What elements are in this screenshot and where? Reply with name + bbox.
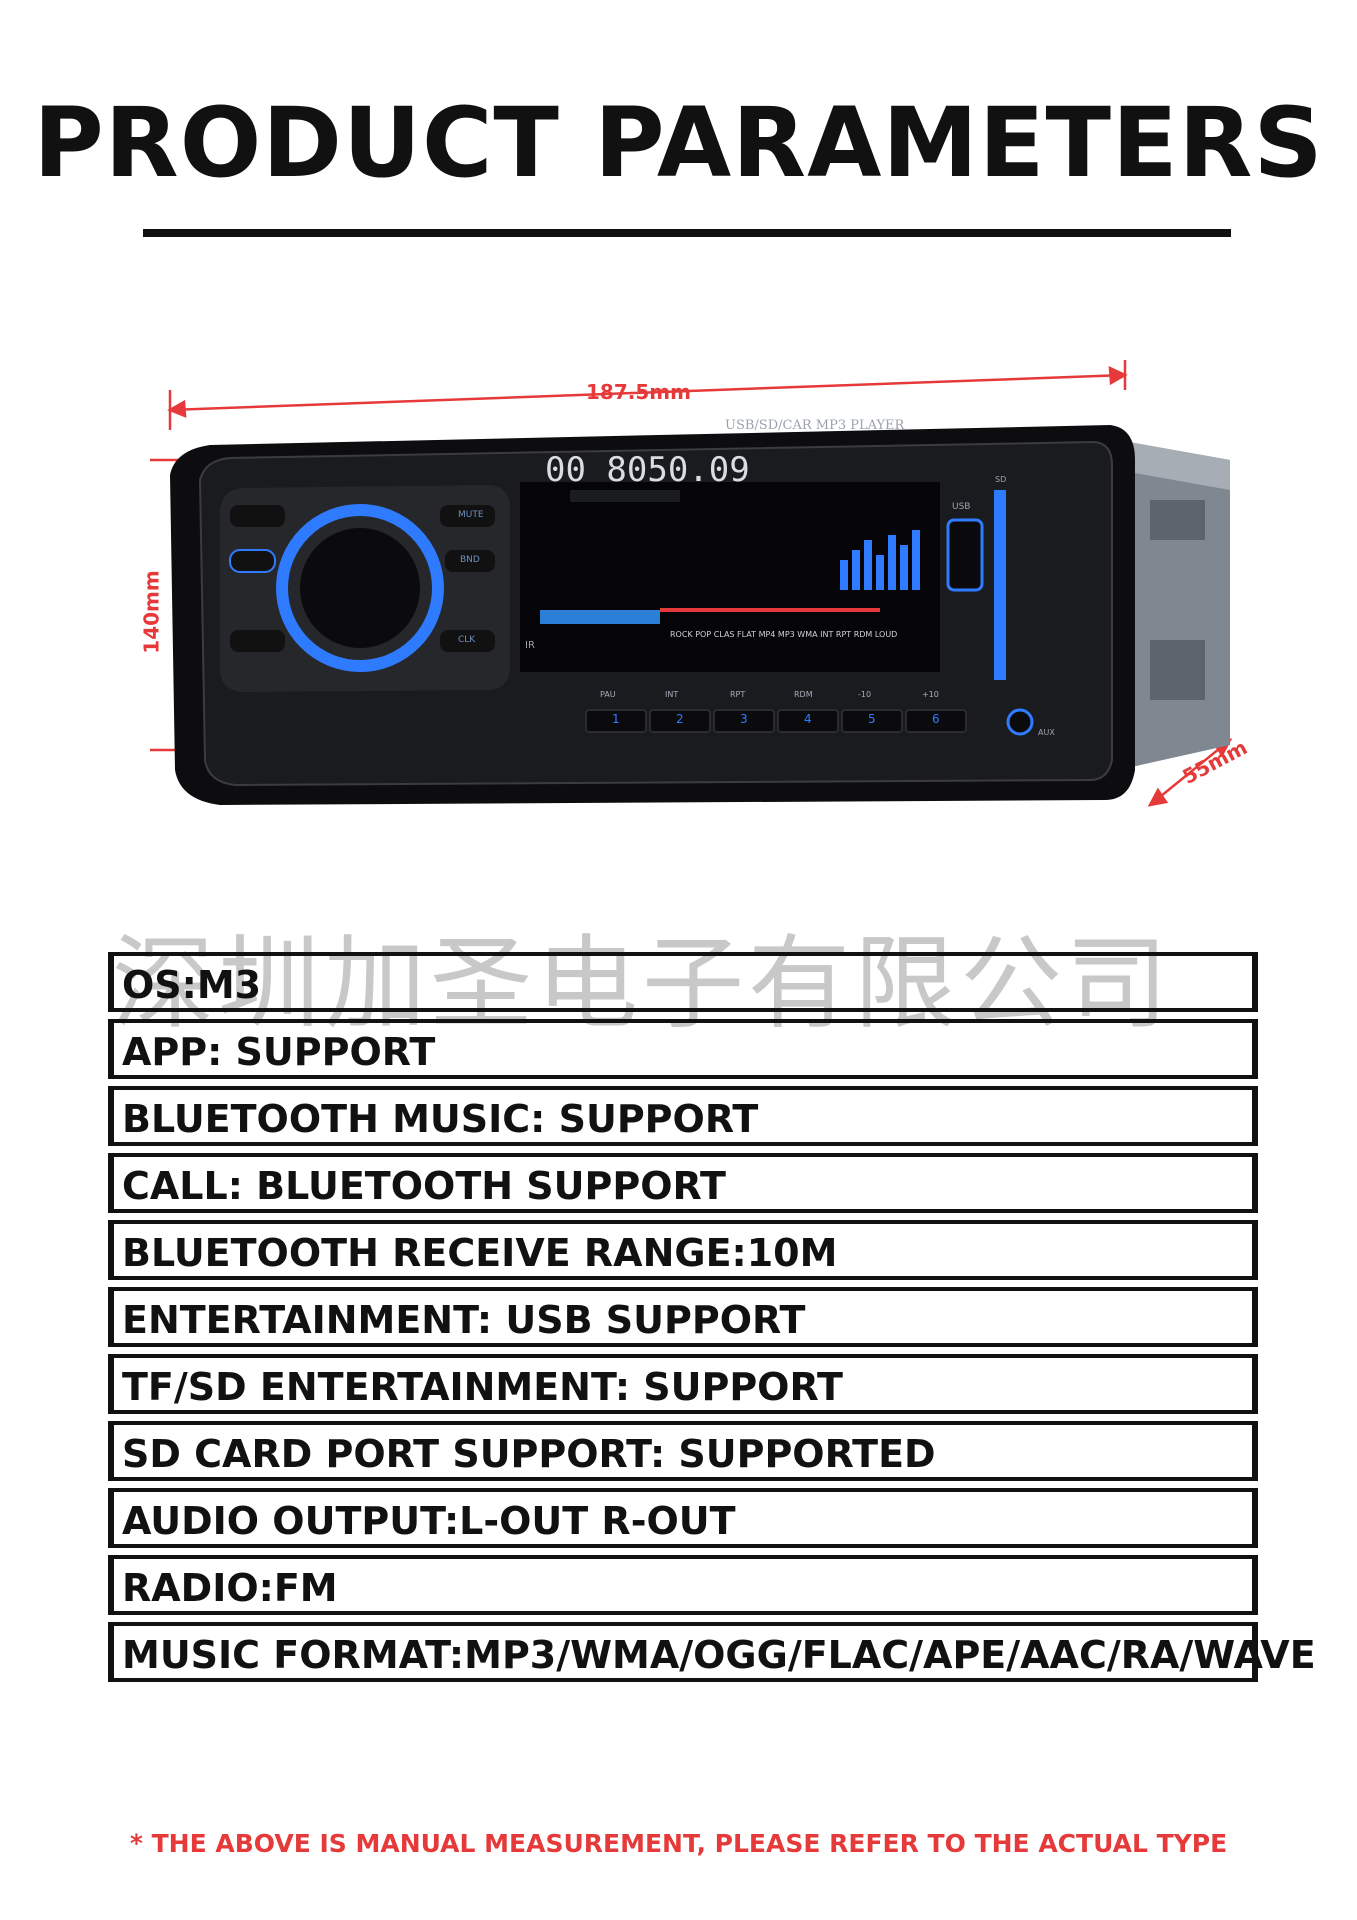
preset-number-4: 4 xyxy=(804,712,812,726)
spec-text: ENTERTAINMENT: USB SUPPORT xyxy=(122,1298,806,1342)
spec-text: AUDIO OUTPUT:L-OUT R-OUT xyxy=(122,1499,736,1543)
width-dimension: 187.5mm xyxy=(586,380,691,404)
spec-text: MUSIC FORMAT:MP3/WMA/OGG/FLAC/APE/AAC/RA… xyxy=(122,1633,1316,1677)
left-button-clk: CLK xyxy=(458,635,476,645)
spec-row: BLUETOOTH MUSIC: SUPPORT xyxy=(108,1086,1258,1146)
display-readout: 00 8050.09 xyxy=(545,450,750,490)
spec-row: SD CARD PORT SUPPORT: SUPPORTED xyxy=(108,1421,1258,1481)
spec-row: ENTERTAINMENT: USB SUPPORT xyxy=(108,1287,1258,1347)
spec-row: TF/SD ENTERTAINMENT: SUPPORT xyxy=(108,1354,1258,1414)
page-title: PRODUCT PARAMETERS xyxy=(33,87,1324,199)
spec-row: CALL: BLUETOOTH SUPPORT xyxy=(108,1153,1258,1213)
spec-row: AUDIO OUTPUT:L-OUT R-OUT xyxy=(108,1488,1258,1548)
spec-text: BLUETOOTH MUSIC: SUPPORT xyxy=(122,1097,759,1141)
measurement-footnote: * THE ABOVE IS MANUAL MEASUREMENT, PLEAS… xyxy=(129,1829,1228,1858)
aux-label: AUX xyxy=(1038,728,1055,737)
spec-table: OS:M3 APP: SUPPORT BLUETOOTH MUSIC: SUPP… xyxy=(108,952,1316,1689)
preset-number-3: 3 xyxy=(740,712,748,726)
sd-label: SD xyxy=(995,475,1007,484)
preset-label-plus10: +10 xyxy=(922,690,939,699)
spec-text: SD CARD PORT SUPPORT: SUPPORTED xyxy=(122,1432,936,1476)
device-brand-text: USB/SD/CAR MP3 PLAYER xyxy=(725,418,905,433)
left-button-mute: MUTE xyxy=(458,510,484,520)
spec-text: APP: SUPPORT xyxy=(122,1030,436,1074)
preset-number-6: 6 xyxy=(932,712,940,726)
title-underline xyxy=(143,229,1231,237)
product-figure: USB/SD/CAR MP3 PLAYER 00 8050.09 ROCK PO… xyxy=(140,350,1260,830)
spec-row: MUSIC FORMAT:MP3/WMA/OGG/FLAC/APE/AAC/RA… xyxy=(108,1622,1316,1682)
sd-slot xyxy=(994,490,1006,680)
spec-text: OS:M3 xyxy=(122,963,262,1007)
height-dimension: 140mm xyxy=(139,570,164,654)
car-stereo-illustration xyxy=(150,360,1233,807)
spec-row: BLUETOOTH RECEIVE RANGE:10M xyxy=(108,1220,1258,1280)
volume-knob xyxy=(300,528,420,648)
spec-row: OS:M3 xyxy=(108,952,1258,1012)
preset-number-5: 5 xyxy=(868,712,876,726)
preset-label-rpt: RPT xyxy=(730,690,746,699)
display-modes: ROCK POP CLAS FLAT MP4 MP3 WMA INT RPT R… xyxy=(670,630,898,639)
spectrum-bars xyxy=(840,530,920,590)
aux-jack xyxy=(1006,708,1034,736)
left-button-bnd: BND xyxy=(460,555,480,565)
spec-text: CALL: BLUETOOTH SUPPORT xyxy=(122,1164,726,1208)
preset-label-rdm: RDM xyxy=(794,690,813,699)
spec-text: RADIO:FM xyxy=(122,1566,338,1610)
preset-label-pau: PAU xyxy=(600,690,616,699)
volume-knob-ring xyxy=(276,504,444,672)
preset-label-int: INT xyxy=(665,690,679,699)
preset-buttons xyxy=(585,709,967,733)
preset-number-1: 1 xyxy=(612,712,620,726)
spec-text: BLUETOOTH RECEIVE RANGE:10M xyxy=(122,1231,838,1275)
spec-row: APP: SUPPORT xyxy=(108,1019,1258,1079)
preset-label-minus10: -10 xyxy=(858,690,872,699)
usb-port xyxy=(946,518,984,592)
usb-label: USB xyxy=(952,502,971,512)
ir-label: IR xyxy=(525,640,535,651)
spec-text: TF/SD ENTERTAINMENT: SUPPORT xyxy=(122,1365,843,1409)
preset-number-2: 2 xyxy=(676,712,684,726)
spec-row: RADIO:FM xyxy=(108,1555,1258,1615)
